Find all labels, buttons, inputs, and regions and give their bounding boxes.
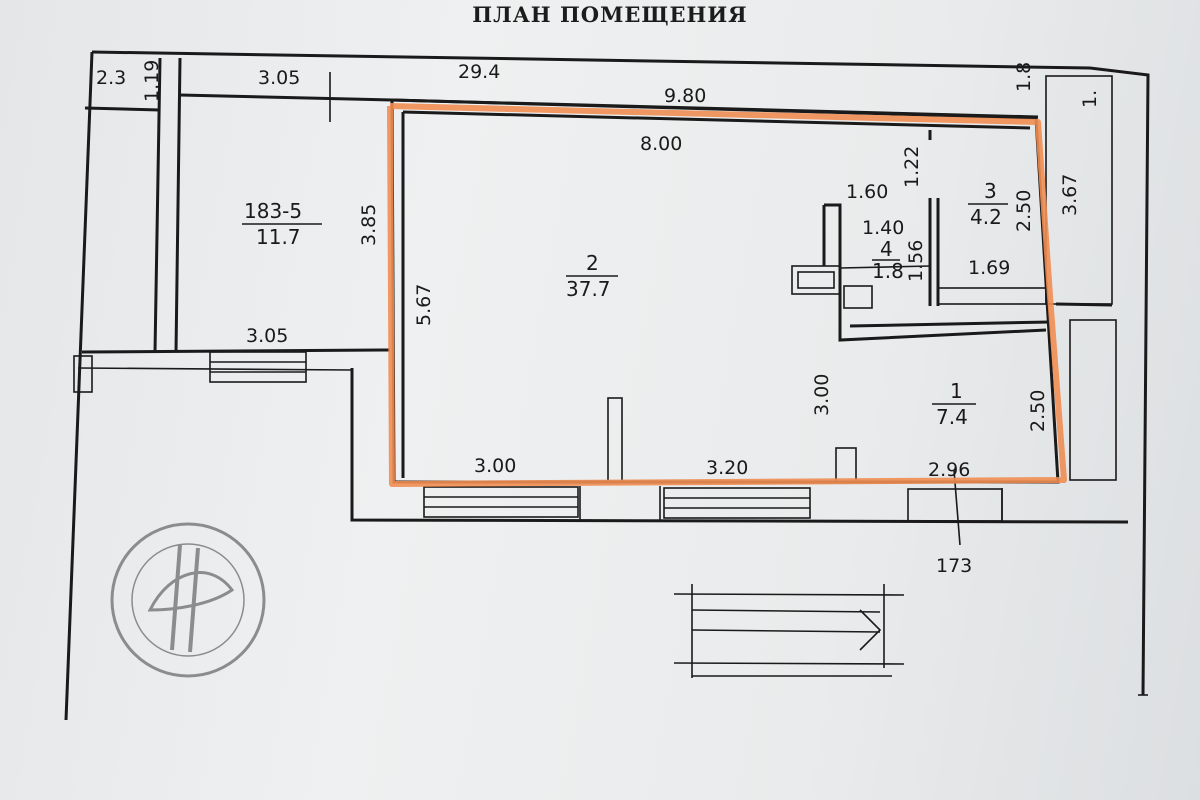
dim-room1-left-height: 3.00	[811, 374, 833, 416]
building-outline	[64, 50, 1150, 721]
premises-highlight	[387, 103, 1067, 487]
svg-text:37.7: 37.7	[566, 277, 611, 301]
svg-text:2: 2	[586, 251, 599, 275]
dim-right-outer-height: 3.67	[1059, 174, 1081, 216]
dim-corridor-area: 29.4	[458, 61, 500, 83]
dim-bottom-right: 2.96	[928, 459, 970, 481]
dim-main-top-inner: 8.00	[640, 133, 682, 155]
svg-text:183-5: 183-5	[244, 199, 302, 223]
dim-top-left-small: 2.3	[96, 67, 126, 89]
dim-left-room-bottom: 3.05	[246, 325, 288, 347]
dimension-labels: 2.3 1.19 3.05 29.4 9.80 8.00 1.8 1. 3.85…	[96, 60, 1101, 577]
dim-main-top-outer: 9.80	[664, 85, 706, 107]
room-183-5-label: 183-5 11.7	[242, 199, 322, 249]
svg-text:11.7: 11.7	[256, 225, 301, 249]
entrance-steps	[673, 584, 905, 678]
dim-marker-below: 173	[936, 555, 972, 577]
room-2-label: 2 37.7	[566, 251, 618, 301]
svg-text:1: 1	[950, 379, 963, 403]
dim-room3-height: 2.50	[1013, 190, 1035, 232]
dim-room1-right-height: 2.50	[1027, 390, 1049, 432]
svg-text:7.4: 7.4	[936, 405, 968, 429]
dim-left-room-top: 3.05	[258, 67, 300, 89]
dim-room4-height: 1.56	[905, 240, 927, 282]
dim-far-right-small: 1.	[1079, 90, 1101, 108]
stamp-seal	[110, 522, 266, 678]
dim-left-room-height: 3.85	[358, 204, 380, 246]
dim-partition-width: 1.60	[846, 181, 888, 203]
dim-room3-width: 1.69	[968, 257, 1010, 279]
room-4-label: 4 1.8	[872, 237, 904, 283]
dim-bottom-left: 3.00	[474, 455, 516, 477]
room-3-label: 3 4.2	[968, 179, 1008, 229]
dim-top-right-small: 1.8	[1013, 62, 1035, 92]
svg-text:3: 3	[984, 179, 997, 203]
room-1-label: 1 7.4	[932, 379, 976, 429]
room-labels: 183-5 11.7 2 37.7 3 4.2 4 1.8 1	[242, 179, 1008, 429]
dim-room4-width: 1.40	[862, 217, 904, 239]
dim-top-left-vertical: 1.19	[141, 60, 163, 102]
dim-bottom-mid: 3.20	[706, 457, 748, 479]
bathroom-block	[791, 130, 1051, 342]
dim-partition-height: 1.22	[901, 146, 923, 188]
left-rooms	[73, 57, 393, 393]
dim-main-left-height: 5.67	[413, 284, 435, 326]
svg-text:4.2: 4.2	[970, 205, 1002, 229]
page-title: ПЛАН ПОМЕЩЕНИЯ	[472, 2, 748, 27]
svg-text:4: 4	[880, 237, 893, 261]
svg-text:1.8: 1.8	[872, 259, 904, 283]
